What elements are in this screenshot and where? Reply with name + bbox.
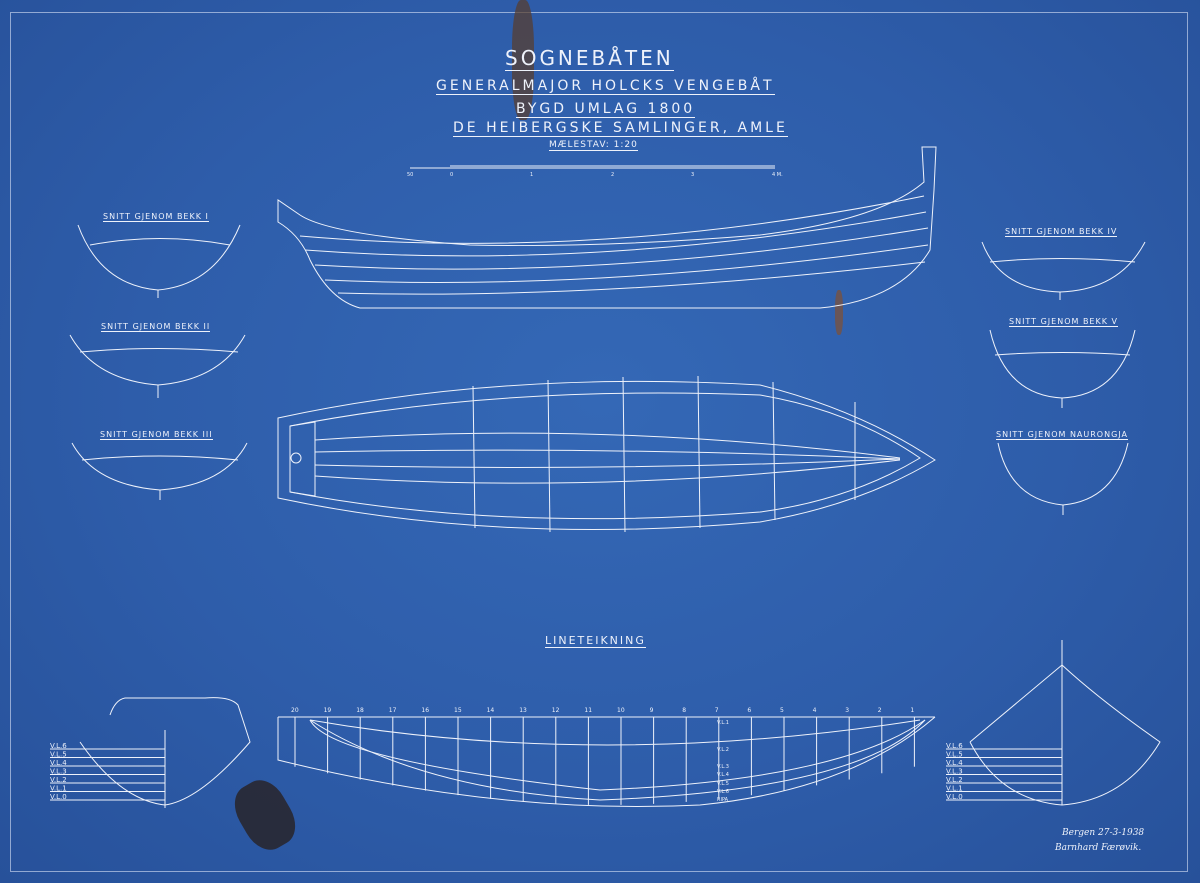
body-plan-label: V.L.3 xyxy=(946,768,963,776)
section-drawings xyxy=(69,224,1146,515)
scale-tick-label: 50 xyxy=(407,172,413,178)
waterline-label: V.L.6 xyxy=(717,789,729,795)
body-plan-label: V.L.4 xyxy=(946,759,963,767)
collection: DE HEIBERGSKE SAMLINGER, AMLE xyxy=(453,120,788,137)
lines-title: LINETEIKNING xyxy=(545,634,646,648)
station-label: 13 xyxy=(519,707,527,714)
body-plan-label: V.L.5 xyxy=(50,751,67,759)
station-label: 12 xyxy=(552,707,560,714)
title: SOGNEBÅTEN xyxy=(505,46,674,71)
waterline-label: V.L.3 xyxy=(717,764,729,770)
signature-date: Bergen 27-3-1938 xyxy=(1062,828,1145,838)
waterline-1 xyxy=(309,719,921,746)
station-label: 8 xyxy=(682,707,686,714)
station-label: 14 xyxy=(487,707,495,714)
stain xyxy=(512,0,534,120)
body-plan-label: V.L.6 xyxy=(946,742,963,750)
station-label: 17 xyxy=(389,707,397,714)
station-label: 5 xyxy=(780,707,784,714)
border-frame xyxy=(10,12,1188,872)
side-profile xyxy=(277,146,937,309)
body-plan-label: V.L.0 xyxy=(946,793,963,801)
station-label: 1 xyxy=(910,707,914,714)
body-plan-label: V.L.1 xyxy=(946,785,963,793)
station-label: 15 xyxy=(454,707,462,714)
scale-tick-label: 1 xyxy=(530,172,533,178)
station-label: 18 xyxy=(356,707,364,714)
section-label: SNITT GJENOM BEKK IV xyxy=(1005,227,1118,237)
scale-tick-label: 2 xyxy=(611,172,614,178)
waterline-label: V.L.5 xyxy=(717,781,729,787)
scale-label: MÆLESTAV: 1:20 xyxy=(549,140,638,151)
built-year: BYGD UMLAG 1800 xyxy=(516,101,696,118)
station-label: 4 xyxy=(813,707,817,714)
station-label: 20 xyxy=(291,707,299,714)
scale-bar: 50 0 1 2 3 4 M. xyxy=(407,165,783,178)
body-plan-label: V.L.5 xyxy=(946,751,963,759)
station-label: 7 xyxy=(715,707,719,714)
waterline-label: V.L.1 xyxy=(717,720,729,726)
subtitle: GENERALMAJOR HOLCKS VENGEBÅT xyxy=(436,78,775,95)
waterline-label: V.L.4 xyxy=(717,772,729,778)
section-label: SNITT GJENOM NAURONGJA xyxy=(996,430,1128,440)
station-label: 3 xyxy=(845,707,849,714)
station-label: 9 xyxy=(650,707,654,714)
station-label: 19 xyxy=(324,707,332,714)
plan-view xyxy=(277,375,936,533)
waterline-label: RIPA xyxy=(717,797,729,803)
section-label: SNITT GJENOM BEKK II xyxy=(101,322,211,332)
station-label: 16 xyxy=(421,707,429,714)
section-label: SNITT GJENOM BEKK V xyxy=(1009,317,1118,327)
section-label: SNITT GJENOM BEKK I xyxy=(103,212,209,222)
scale-tick-label: 0 xyxy=(450,172,453,178)
body-plan-label: V.L.4 xyxy=(50,759,67,767)
body-plan-label: V.L.0 xyxy=(50,793,67,801)
scale-tick-label: 4 M. xyxy=(772,172,783,178)
body-plan-label: V.L.2 xyxy=(946,776,963,784)
station-label: 2 xyxy=(878,707,882,714)
waterline-label: V.L.2 xyxy=(717,747,729,753)
station-label: 10 xyxy=(617,707,625,714)
body-plan-label: V.L.2 xyxy=(50,776,67,784)
body-plan-label: V.L.6 xyxy=(50,742,67,750)
station-label: 6 xyxy=(747,707,751,714)
lines-plan: 20 19 18 17 16 15 14 13 12 11 10 9 8 7 6 5 4 3 2 1V.L.1V.L.… xyxy=(277,707,936,808)
stain xyxy=(835,290,843,335)
body-plan-label: V.L.1 xyxy=(50,785,67,793)
body-plans: V.L.6V.L.5V.L.4V.L.3V.L.2V.L.1V.L.0V.L.6… xyxy=(50,640,1161,808)
station-label: 11 xyxy=(584,707,592,714)
body-plan-label: V.L.3 xyxy=(50,768,67,776)
signature-name: Barnhard Færøvik. xyxy=(1055,843,1142,853)
section-label: SNITT GJENOM BEKK III xyxy=(100,430,213,440)
scale-tick-label: 3 xyxy=(691,172,694,178)
